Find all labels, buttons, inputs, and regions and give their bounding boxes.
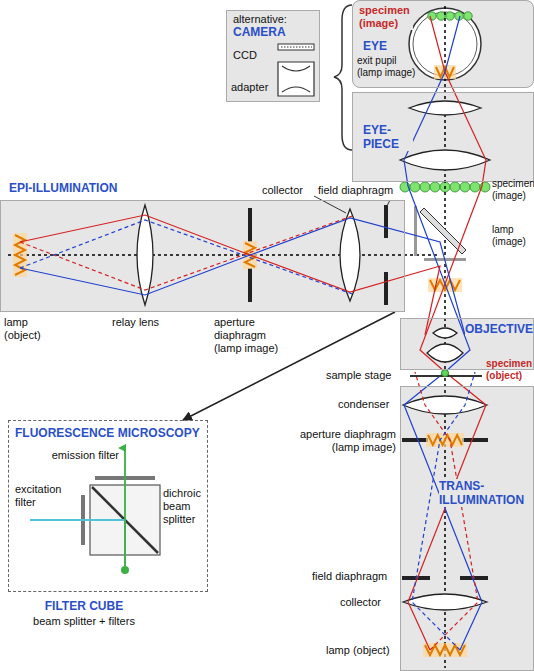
camera-panel: alternative:CAMERA CCD adapter bbox=[226, 10, 320, 102]
part-label: lamp (image) bbox=[492, 224, 534, 248]
diaphragm-symbol bbox=[248, 268, 252, 302]
diaphragm-symbol bbox=[402, 438, 428, 442]
optical-axis bbox=[8, 254, 440, 256]
filter-cube-box: FLUORESCENCE MICROSCOPY emission filter ex… bbox=[8, 420, 208, 592]
lamp-glow bbox=[426, 433, 464, 447]
lens-symbol bbox=[403, 594, 487, 610]
part-label: exit pupil (lamp image) bbox=[357, 55, 419, 79]
lens-symbol bbox=[403, 396, 487, 414]
part-label: aperture diaphragm (lamp image) bbox=[214, 316, 294, 355]
image-dot bbox=[450, 182, 460, 192]
part-label: CCD bbox=[233, 49, 273, 62]
part-label: adapter bbox=[231, 81, 277, 94]
beam-splitter bbox=[414, 206, 466, 261]
panel-title: CAMERA bbox=[233, 25, 317, 39]
image-dot bbox=[470, 182, 480, 192]
drawing-part bbox=[20, 220, 355, 295]
ccd-symbol bbox=[278, 44, 314, 50]
lens-symbol bbox=[433, 328, 457, 338]
drawing-part bbox=[412, 372, 475, 650]
panel-title: EYE- PIECE bbox=[363, 123, 413, 151]
part-label: specimen (object) bbox=[486, 358, 532, 382]
epi-illumination-panel: EPI-ILLUMINATION bbox=[0, 200, 405, 312]
diaphragm-symbol bbox=[248, 208, 252, 242]
cube-caption: beam splitter + filters bbox=[29, 615, 139, 628]
lamp-coil bbox=[425, 645, 465, 655]
trans-illumination-panel: TRANS- ILLUMINATION bbox=[400, 386, 534, 671]
image-dot bbox=[460, 182, 470, 192]
panel-fill bbox=[352, 92, 534, 182]
filter-cube-drawing bbox=[30, 448, 160, 574]
drawing-part bbox=[30, 520, 125, 566]
part-label: condenser bbox=[338, 398, 398, 411]
bracket bbox=[334, 5, 352, 150]
drawing-part bbox=[414, 206, 417, 256]
image-dot bbox=[430, 182, 440, 192]
specimen-object bbox=[442, 370, 449, 377]
light-rays bbox=[20, 16, 486, 650]
drawing-part bbox=[314, 196, 346, 213]
image-dot bbox=[420, 182, 430, 192]
part-label: specimen (image) bbox=[492, 178, 534, 202]
panel-fill bbox=[226, 10, 320, 102]
part-label: emission filter bbox=[23, 449, 119, 462]
drawing-part bbox=[20, 215, 355, 290]
panel-fill bbox=[0, 200, 405, 312]
image-dot bbox=[437, 12, 445, 20]
image-dot bbox=[464, 12, 472, 20]
image-label: specimen (image) bbox=[359, 4, 413, 30]
drawing-part bbox=[278, 62, 314, 96]
part-label: excitation filter bbox=[15, 483, 75, 509]
optical-parts bbox=[13, 65, 490, 657]
eye-panel: specimen (image) EYE exit pupil (lamp imag… bbox=[352, 0, 534, 88]
diaphragm-symbol bbox=[384, 205, 388, 238]
panel-title: OBJECTIVE bbox=[465, 322, 533, 336]
cube-title: FILTER CUBE bbox=[29, 599, 139, 613]
lens-symbol bbox=[400, 150, 490, 170]
part-label: field diaphragm bbox=[318, 184, 402, 197]
drawing-part bbox=[281, 47, 312, 48]
lens-symbol bbox=[427, 344, 463, 362]
lens-symbol bbox=[340, 209, 360, 301]
drawing-part bbox=[282, 66, 310, 92]
lamp-coil bbox=[428, 435, 462, 445]
panel-title: EPI-ILLUMINATION bbox=[9, 181, 179, 195]
drawing-part bbox=[121, 566, 129, 574]
lamp-glow bbox=[13, 233, 27, 277]
image-dot bbox=[410, 182, 420, 192]
drawing-part bbox=[124, 448, 126, 566]
part-label: collector bbox=[340, 596, 396, 609]
part-label: relay lens bbox=[112, 316, 182, 329]
part-label: lamp (object) bbox=[4, 316, 54, 342]
panel-title: TRANS- ILLUMINATION bbox=[439, 479, 533, 507]
eyepiece-panel: EYE- PIECE bbox=[352, 92, 534, 182]
panel-fill bbox=[352, 0, 534, 88]
part-label: field diaphragm bbox=[312, 570, 398, 583]
diaphragm-symbol bbox=[384, 272, 388, 305]
part-label: lamp (object) bbox=[326, 644, 398, 657]
image-dot bbox=[428, 12, 436, 20]
lens-symbol bbox=[409, 101, 481, 115]
image-dot bbox=[446, 12, 454, 20]
panel-title: EYE bbox=[363, 39, 403, 53]
diaphragm-symbol bbox=[462, 438, 488, 442]
part-label: dichroic beam splitter bbox=[163, 487, 207, 526]
caption-text: alternative: bbox=[233, 13, 317, 26]
drawing-part bbox=[278, 44, 314, 50]
adapter-symbol bbox=[278, 62, 314, 96]
drawing-part bbox=[415, 372, 478, 650]
part-label: collector bbox=[262, 184, 316, 197]
part-label: sample stage bbox=[326, 369, 398, 382]
panel-title: FLUORESCENCE MICROSCOPY bbox=[15, 426, 205, 440]
leader-lines bbox=[314, 196, 390, 213]
part-label: aperture diaphragm (lamp image) bbox=[300, 428, 396, 454]
